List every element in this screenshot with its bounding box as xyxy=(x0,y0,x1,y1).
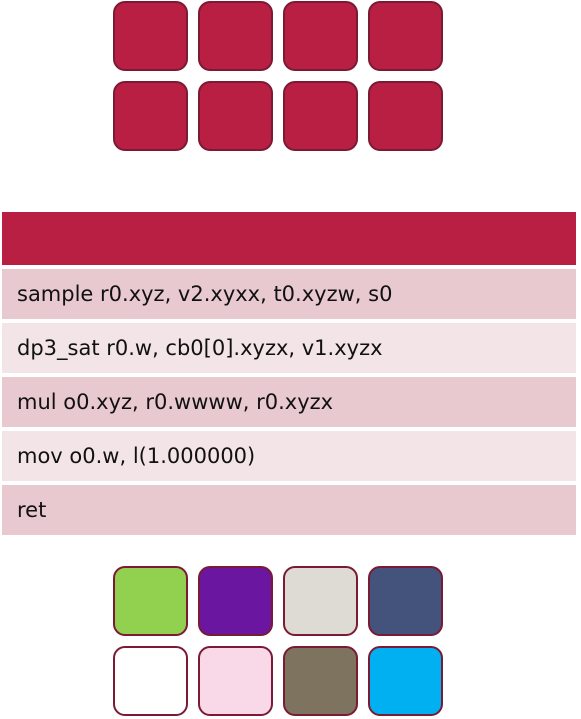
register-cell xyxy=(113,1,188,71)
register-cell xyxy=(368,1,443,71)
color-swatch-cell xyxy=(283,646,358,716)
register-cell xyxy=(113,81,188,151)
color-swatch-cell xyxy=(198,566,273,636)
register-cell xyxy=(198,81,273,151)
color-swatch-cell xyxy=(113,646,188,716)
instruction-row: sample r0.xyz, v2.xyxx, t0.xyzw, s0 xyxy=(2,269,576,319)
register-cell xyxy=(198,1,273,71)
register-cell xyxy=(368,81,443,151)
instruction-row: mul o0.xyz, r0.wwww, r0.xyzx xyxy=(2,377,576,427)
instruction-row: dp3_sat r0.w, cb0[0].xyzx, v1.xyzx xyxy=(2,323,576,373)
color-swatch-cell xyxy=(113,566,188,636)
register-cell xyxy=(283,1,358,71)
color-swatch-cell xyxy=(368,646,443,716)
table-header-bar xyxy=(2,212,576,265)
shader-instruction-table: sample r0.xyz, v2.xyxx, t0.xyzw, s0 dp3_… xyxy=(2,212,576,539)
color-swatch-cell xyxy=(198,646,273,716)
color-swatch-cell xyxy=(283,566,358,636)
register-cell xyxy=(283,81,358,151)
color-swatch-cell xyxy=(368,566,443,636)
register-grid-bottom xyxy=(113,566,445,716)
instruction-row: mov o0.w, l(1.000000) xyxy=(2,431,576,481)
instruction-row: ret xyxy=(2,485,576,535)
register-grid-top xyxy=(113,1,445,151)
